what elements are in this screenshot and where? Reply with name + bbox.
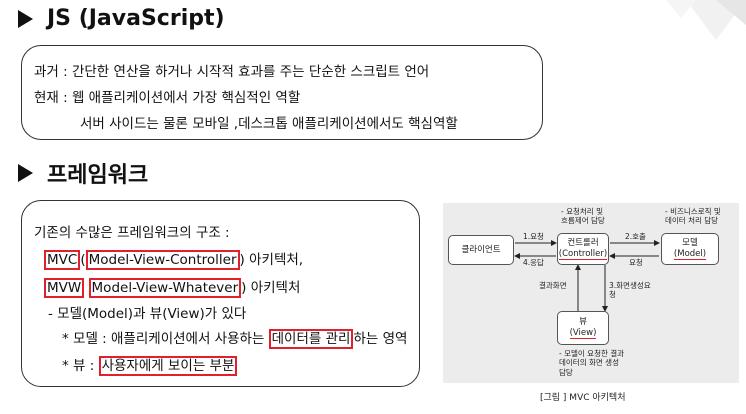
mvc-abbr: MVC [44, 250, 81, 270]
label-request: 1.요청 [523, 232, 544, 241]
figure-caption: [그림 ] MVC 아키텍처 [540, 393, 626, 403]
triangle-bullet-icon [18, 164, 33, 182]
model-desc-highlight: 데이터를 관리 [268, 329, 354, 349]
label-model-request: 요청 [629, 258, 643, 267]
js-line-present: 현재 : 웹 애플리케이션에서 가장 핵심적인 역할 [34, 90, 301, 106]
node-controller: 컨트롤러(Controller) [557, 233, 609, 265]
js-line-past: 과거 : 간단한 연산을 하거나 시작적 효과를 주는 단순한 스크립트 언어 [34, 64, 430, 80]
triangle-bullet-icon [18, 9, 33, 28]
mvc-line: MVC(Model-View-Controller) 아키텍처, [44, 248, 303, 270]
diagram-arrows [514, 240, 660, 312]
view-desc-highlight: 사용자에게 보이는 부분 [98, 356, 238, 376]
mvw-full-name: Model-View-Whatever [88, 278, 242, 298]
section-title-js: JS (JavaScript) [18, 6, 225, 31]
node-view: 뷰(View) [557, 311, 609, 345]
view-desc: * 뷰 : 사용자에게 보이는 부분 [62, 354, 238, 376]
js-description-box: 과거 : 간단한 연산을 하거나 시작적 효과를 주는 단순한 스크립트 언어 … [21, 45, 543, 140]
label-response: 4.응답 [523, 258, 544, 267]
label-result-screen: 결과화면 [539, 281, 567, 290]
label-call: 2.호출 [625, 232, 646, 241]
section-title-framework: 프레임워크 [18, 157, 148, 189]
whatever-underline: Whatever [172, 280, 239, 298]
mvw-line: MVW Model-View-Whatever) 아키텍처 [44, 276, 300, 298]
mvc-full-name: Model-View-Controller [85, 250, 240, 270]
node-client: 클라이언트 [448, 235, 514, 265]
section-title-framework-text: 프레임워크 [47, 163, 149, 188]
corner-decoration [666, 0, 746, 40]
framework-intro: 기존의 수많은 프레임워크의 구조 : [34, 225, 230, 241]
mvw-abbr: MVW [44, 278, 85, 298]
model-view-line: - 모델(Model)과 뷰(View)가 있다 [48, 306, 247, 322]
section-title-js-text: JS (JavaScript) [47, 6, 225, 31]
node-model: 모델(Model) [661, 233, 719, 265]
framework-description-box: 기존의 수많은 프레임워크의 구조 : MVC(Model-View-Contr… [21, 200, 420, 387]
js-line-server: 서버 사이드는 물론 모바일 ,데스크톱 애플리케이션에서도 핵심역할 [80, 116, 458, 132]
